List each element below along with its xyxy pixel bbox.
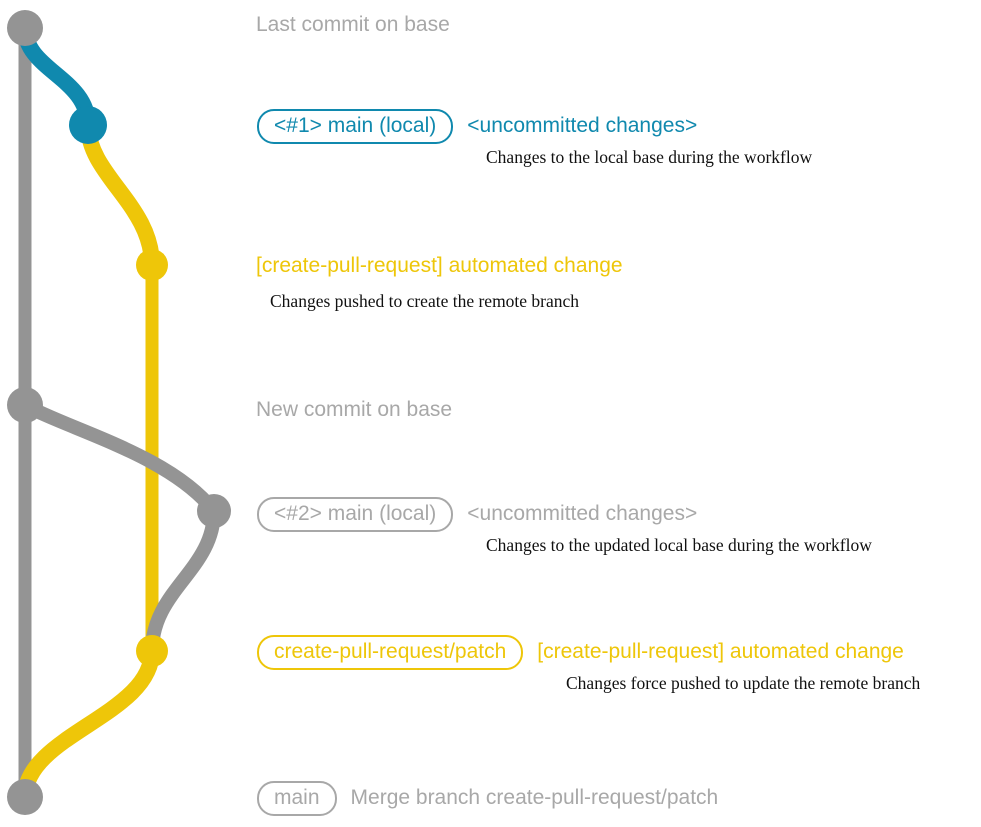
commit-node-local-main-2[interactable] xyxy=(197,494,231,528)
branch-pill-create-pull-request-patch[interactable]: create-pull-request/patch xyxy=(257,635,524,670)
row-automated-change-1: [create-pull-request] automated change xyxy=(256,255,623,277)
commit-node-automated-change-1[interactable] xyxy=(136,249,168,281)
gray-branch-line-out xyxy=(18,398,221,518)
row-automated-change-2: create-pull-request/patch [create-pull-r… xyxy=(257,635,904,670)
yellow-merge-line xyxy=(17,643,160,805)
row-headline: Merge branch create-pull-request/patch xyxy=(350,786,719,809)
row-headline: [create-pull-request] automated change xyxy=(256,254,623,277)
row-last-commit-on-base: Last commit on base xyxy=(256,14,450,36)
commit-node-local-main-1[interactable] xyxy=(69,106,107,144)
commit-node-merge-commit[interactable] xyxy=(7,779,43,815)
commit-node-new-commit-on-base[interactable] xyxy=(7,387,43,423)
row-subtext-local-main-1: Changes to the local base during the wor… xyxy=(486,147,813,167)
row-headline: Last commit on base xyxy=(256,13,450,36)
row-headline: <uncommitted changes> xyxy=(467,502,698,525)
row-subtext-automated-change-2: Changes force pushed to update the remot… xyxy=(566,673,921,693)
yellow-branch-line-upper xyxy=(80,117,160,273)
commit-node-last-commit-on-base[interactable] xyxy=(7,10,43,46)
row-headline: <uncommitted changes> xyxy=(467,114,698,137)
branch-pill-local-main-1[interactable]: <#1> main (local) xyxy=(257,109,454,144)
gray-branch-line-in xyxy=(145,504,221,658)
row-headline: [create-pull-request] automated change xyxy=(537,640,904,663)
row-merge-commit: main Merge branch create-pull-request/pa… xyxy=(257,781,718,816)
branch-pill-local-main-2[interactable]: <#2> main (local) xyxy=(257,497,454,532)
row-local-main-2: <#2> main (local) <uncommitted changes> xyxy=(257,497,697,532)
row-subtext-automated-change-1: Changes pushed to create the remote bran… xyxy=(270,291,580,311)
branch-pill-main[interactable]: main xyxy=(257,781,337,816)
row-headline: New commit on base xyxy=(256,398,453,421)
row-subtext-local-main-2: Changes to the updated local base during… xyxy=(486,535,872,555)
row-local-main-1: <#1> main (local) <uncommitted changes> xyxy=(257,109,697,144)
commit-node-automated-change-2[interactable] xyxy=(136,635,168,667)
row-new-commit-on-base: New commit on base xyxy=(256,399,452,421)
